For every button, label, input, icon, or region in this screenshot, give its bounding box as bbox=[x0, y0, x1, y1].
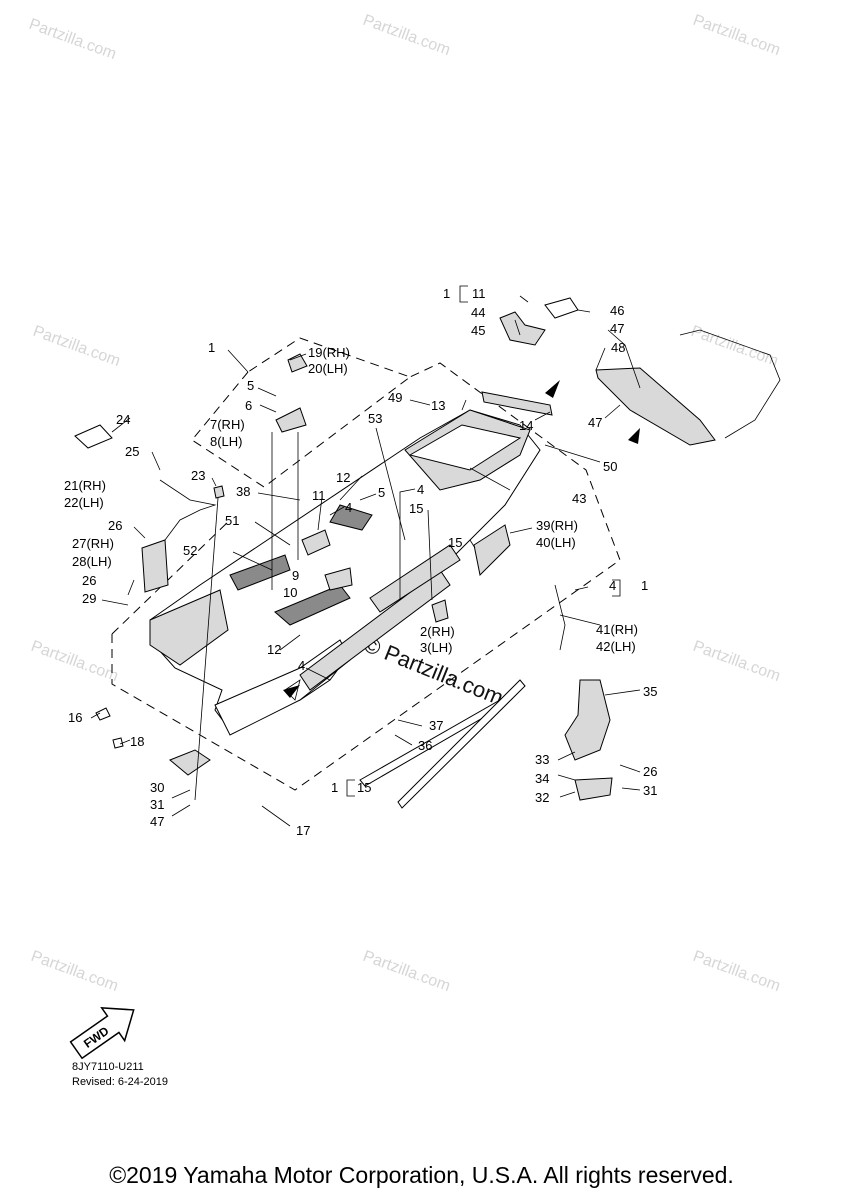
callout-39-rh: 39(RH) bbox=[536, 518, 578, 533]
callout-12: 12 bbox=[267, 642, 281, 657]
copyright-notice: ©2019 Yamaha Motor Corporation, U.S.A. A… bbox=[109, 1162, 734, 1188]
arrow-markers bbox=[283, 380, 640, 698]
callout-17: 17 bbox=[296, 823, 310, 838]
watermark: Partzilla.com bbox=[29, 948, 121, 995]
callout-33: 33 bbox=[535, 752, 549, 767]
assembly-outline bbox=[111, 337, 621, 791]
callout-25: 25 bbox=[125, 444, 139, 459]
callout-31: 31 bbox=[150, 797, 164, 812]
callout-12: 12 bbox=[336, 470, 350, 485]
callout-24: 24 bbox=[116, 412, 130, 427]
callout-47: 47 bbox=[588, 415, 602, 430]
callout-11: 11 bbox=[312, 488, 326, 503]
callout-53: 53 bbox=[368, 411, 382, 426]
callout-5: 5 bbox=[378, 485, 385, 500]
callout-13: 13 bbox=[431, 398, 445, 413]
watermark: Partzilla.com bbox=[31, 323, 123, 370]
chassis-frame bbox=[149, 409, 541, 736]
callout-20-lh: 20(LH) bbox=[308, 361, 348, 376]
callout-labels: 1 1 1 1 2(RH) 3(LH) 4 4 4 4 5 5 6 7(RH) … bbox=[64, 286, 657, 838]
callout-31: 31 bbox=[643, 783, 657, 798]
watermark: Partzilla.com bbox=[27, 16, 119, 63]
callout-10: 10 bbox=[283, 585, 297, 600]
callout-5: 5 bbox=[247, 378, 254, 393]
watermark: Partzilla.com bbox=[361, 948, 453, 995]
fwd-arrow-icon: FWD bbox=[69, 1007, 135, 1060]
callout-32: 32 bbox=[535, 790, 549, 805]
callout-45: 45 bbox=[471, 323, 485, 338]
callout-1: 1 bbox=[641, 578, 648, 593]
callout-35: 35 bbox=[643, 684, 657, 699]
callout-44: 44 bbox=[471, 305, 485, 320]
watermark: Partzilla.com bbox=[361, 12, 453, 59]
callout-21-rh: 21(RH) bbox=[64, 478, 106, 493]
callout-7-rh: 7(RH) bbox=[210, 417, 245, 432]
callout-34: 34 bbox=[535, 771, 549, 786]
callout-11: 11 bbox=[472, 286, 486, 301]
diagram-code: 8JY7110-U211 bbox=[72, 1061, 144, 1073]
callout-9: 9 bbox=[292, 568, 299, 583]
loose-parts bbox=[74, 297, 781, 809]
callout-49: 49 bbox=[388, 390, 402, 405]
callout-3-lh: 3(LH) bbox=[420, 640, 453, 655]
leader-lines bbox=[90, 295, 641, 827]
watermark: Partzilla.com bbox=[691, 948, 783, 995]
callout-47: 47 bbox=[150, 814, 164, 829]
callout-4: 4 bbox=[417, 482, 424, 497]
callout-37: 37 bbox=[429, 718, 443, 733]
callout-15: 15 bbox=[448, 535, 462, 550]
callout-15: 15 bbox=[357, 780, 371, 795]
callout-26: 26 bbox=[108, 518, 122, 533]
callout-48: 48 bbox=[611, 340, 625, 355]
callout-15: 15 bbox=[409, 501, 423, 516]
callout-50: 50 bbox=[603, 459, 617, 474]
callout-46: 46 bbox=[610, 303, 624, 318]
callout-42-lh: 42(LH) bbox=[596, 639, 636, 654]
callout-26: 26 bbox=[82, 573, 96, 588]
callout-1: 1 bbox=[443, 286, 450, 301]
watermark: Partzilla.com bbox=[691, 638, 783, 685]
callout-36: 36 bbox=[418, 738, 432, 753]
callout-18: 18 bbox=[130, 734, 144, 749]
callout-4: 4 bbox=[298, 658, 305, 673]
callout-52: 52 bbox=[183, 543, 197, 558]
callout-22-lh: 22(LH) bbox=[64, 495, 104, 510]
callout-4: 4 bbox=[609, 578, 616, 593]
callout-41-rh: 41(RH) bbox=[596, 622, 638, 637]
watermark: Partzilla.com bbox=[691, 12, 783, 59]
callout-26: 26 bbox=[643, 764, 657, 779]
callout-51: 51 bbox=[225, 513, 239, 528]
callout-30: 30 bbox=[150, 780, 164, 795]
callout-4: 4 bbox=[345, 500, 352, 515]
callout-29: 29 bbox=[82, 591, 96, 606]
watermark: Partzilla.com bbox=[29, 638, 121, 685]
callout-40-lh: 40(LH) bbox=[536, 535, 576, 550]
callout-43: 43 bbox=[572, 491, 586, 506]
callout-38: 38 bbox=[236, 484, 250, 499]
watermark: Partzilla.com bbox=[689, 323, 781, 370]
callout-1: 1 bbox=[208, 340, 215, 355]
callout-19-rh: 19(RH) bbox=[308, 345, 350, 360]
callout-23: 23 bbox=[191, 468, 205, 483]
callout-8-lh: 8(LH) bbox=[210, 434, 243, 449]
revised-date: Revised: 6-24-2019 bbox=[72, 1076, 169, 1088]
callout-14: 14 bbox=[519, 418, 533, 433]
callout-28-lh: 28(LH) bbox=[72, 554, 112, 569]
callout-27-rh: 27(RH) bbox=[72, 536, 114, 551]
callout-47: 47 bbox=[610, 321, 624, 336]
callout-6: 6 bbox=[245, 398, 252, 413]
callout-2-rh: 2(RH) bbox=[420, 624, 455, 639]
callout-1: 1 bbox=[331, 780, 338, 795]
callout-16: 16 bbox=[68, 710, 82, 725]
bracket-markers bbox=[346, 285, 621, 797]
